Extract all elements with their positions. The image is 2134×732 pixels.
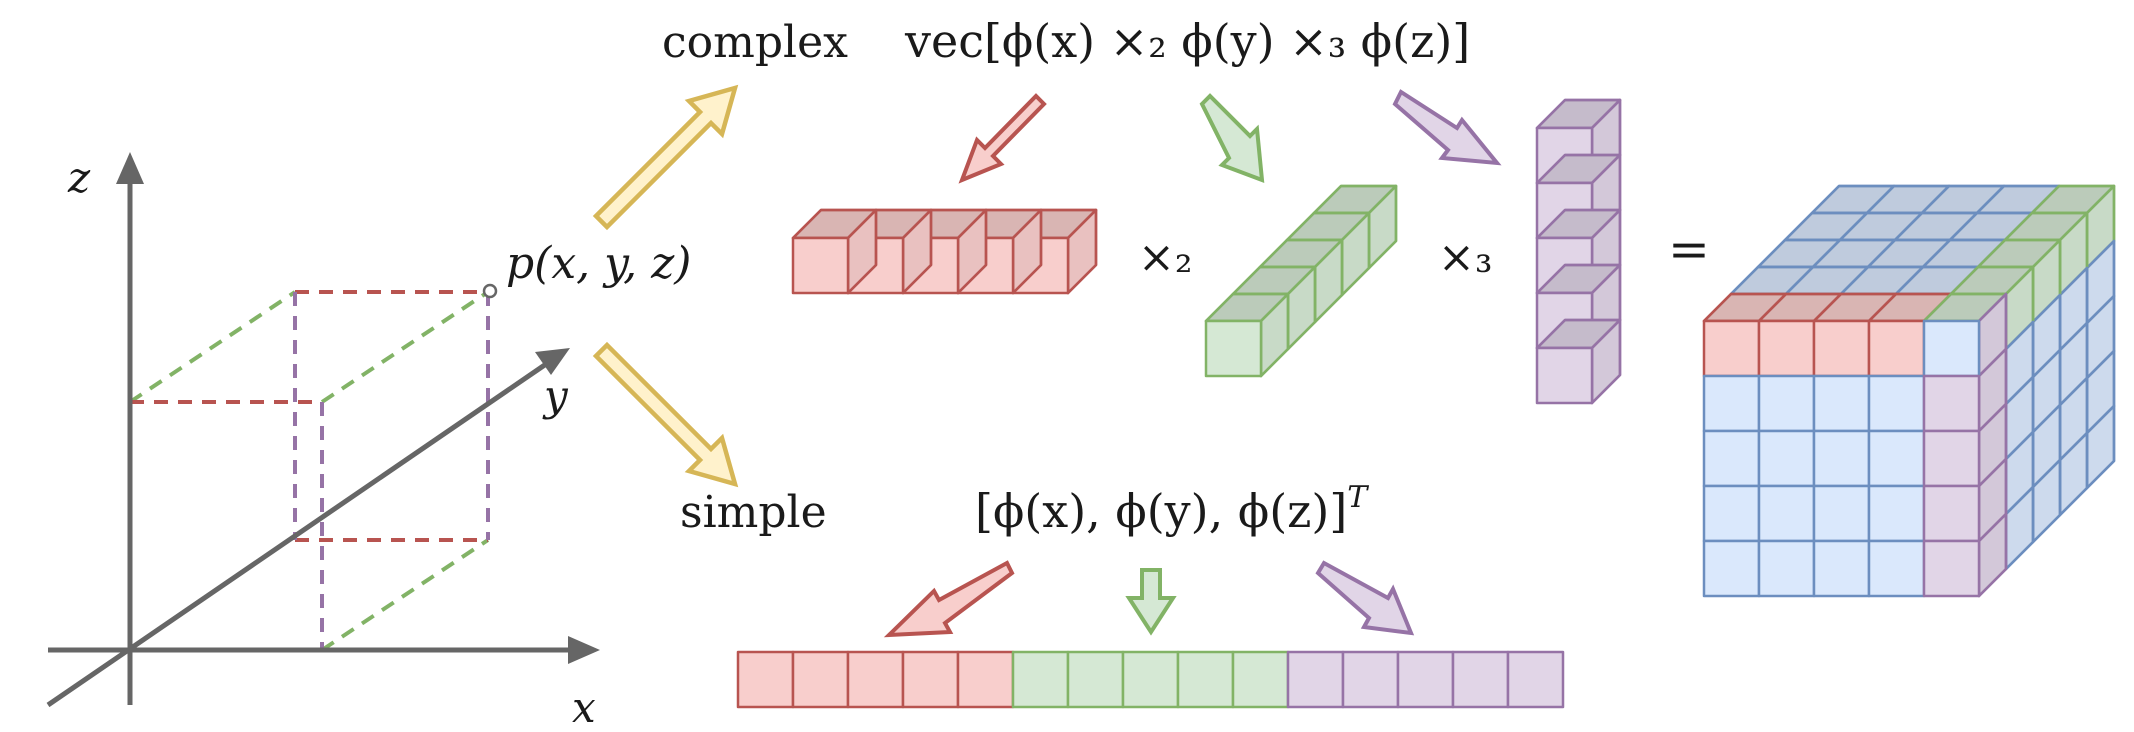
times2-operator: ×₂: [1138, 232, 1193, 283]
axis-z-label: z: [67, 153, 91, 202]
phi-y-cell-0-front: [1204, 319, 1263, 378]
tensor-front-3-3: [1867, 484, 1926, 543]
concat-cell-x-3: [901, 650, 960, 709]
concat-cell-y-3: [1176, 650, 1235, 709]
concat-cell-y-1: [1066, 650, 1125, 709]
projection-green-top-right: [320, 290, 490, 404]
simple-formula-sup: T: [1347, 480, 1369, 515]
tensor-front-2-1: [1757, 429, 1816, 488]
concat-cell-y-0: [1011, 650, 1070, 709]
axis-x-label: x: [572, 683, 596, 732]
tensor-product-cube: [1702, 184, 2116, 598]
phi-z-vector: [1535, 98, 1622, 405]
tensor-front-1-1: [1757, 374, 1816, 433]
concat-cell-x-0: [736, 650, 795, 709]
arrow-to-complex-icon: [592, 84, 739, 231]
arrow-purple-simple-icon: [1315, 560, 1415, 636]
point-marker: [482, 283, 498, 299]
projection-green-top-left: [128, 290, 297, 404]
yellow-arrows: [592, 84, 739, 488]
phi-y-vector: [1204, 184, 1398, 378]
tensor-front-2-2: [1812, 429, 1871, 488]
concat-cell-z-3: [1451, 650, 1510, 709]
axis-z-arrowhead: [116, 152, 144, 184]
phi-x-vector: [791, 208, 1098, 295]
tensor-front-3-2: [1812, 484, 1871, 543]
arrow-purple-complex-icon: [1392, 89, 1502, 166]
axis-x-arrowhead: [568, 636, 600, 664]
tensor-front-4-1: [1757, 539, 1816, 598]
tensor-front-0-3: [1867, 319, 1926, 378]
small-arrows: [883, 89, 1502, 638]
projection-green-bottom: [320, 538, 490, 652]
tensor-front-0-0: [1702, 319, 1761, 378]
simple-formula: [ϕ(x), ϕ(y), ϕ(z)]T: [975, 480, 1369, 538]
arrow-to-simple-icon: [592, 341, 739, 488]
phi-x-cell-0-front: [791, 236, 850, 295]
arrow-red-simple-icon: [883, 560, 1015, 638]
tensor-front-1-3: [1867, 374, 1926, 433]
tensor-front-1-4: [1922, 374, 1981, 433]
arrow-red-complex-icon: [958, 93, 1047, 184]
concat-cell-z-4: [1506, 650, 1565, 709]
concat-cell-z-2: [1396, 650, 1455, 709]
tensor-front-4-0: [1702, 539, 1761, 598]
tensor-front-2-4: [1922, 429, 1981, 488]
concat-cell-y-4: [1231, 650, 1290, 709]
tensor-front-0-1: [1757, 319, 1816, 378]
concat-cell-z-1: [1341, 650, 1400, 709]
concat-cell-x-4: [956, 650, 1015, 709]
tensor-front-1-0: [1702, 374, 1761, 433]
complex-heading: complex: [662, 17, 848, 68]
tensor-front-3-1: [1757, 484, 1816, 543]
point-label: p(x, y, z): [506, 238, 691, 289]
tensor-front-3-0: [1702, 484, 1761, 543]
tensor-front-1-2: [1812, 374, 1871, 433]
tensor-front-0-2: [1812, 319, 1871, 378]
equals-sign: =: [1668, 220, 1710, 278]
arrow-green-simple-icon: [1125, 568, 1177, 636]
tensor-front-4-3: [1867, 539, 1926, 598]
tensor-front-0-4: [1922, 319, 1981, 378]
axis-y-arrowhead: [535, 348, 570, 375]
concat-cell-z-0: [1286, 650, 1345, 709]
axis-y-label: y: [542, 371, 569, 420]
simple-formula-body: [ϕ(x), ϕ(y), ϕ(z)]: [975, 484, 1347, 538]
arrow-green-complex-icon: [1199, 93, 1265, 183]
concat-cell-y-2: [1121, 650, 1180, 709]
tensor-front-2-0: [1702, 429, 1761, 488]
tensor-front-4-4: [1922, 539, 1981, 598]
tensor-front-2-3: [1867, 429, 1926, 488]
concat-cell-x-2: [846, 650, 905, 709]
times3-operator: ×₃: [1438, 232, 1493, 283]
tensor-front-3-4: [1922, 484, 1981, 543]
coordinate-axes: z x y p(x, y, z): [46, 152, 691, 732]
axis-y-line: [46, 357, 554, 708]
concat-cell-x-1: [791, 650, 850, 709]
complex-formula: vec[ϕ(x) ×₂ ϕ(y) ×₃ ϕ(z)]: [904, 14, 1470, 68]
tensor-front-4-2: [1812, 539, 1871, 598]
phi-z-cell-4-front: [1535, 346, 1594, 405]
simple-heading: simple: [680, 487, 827, 538]
concatenated-vector: [736, 650, 1565, 709]
